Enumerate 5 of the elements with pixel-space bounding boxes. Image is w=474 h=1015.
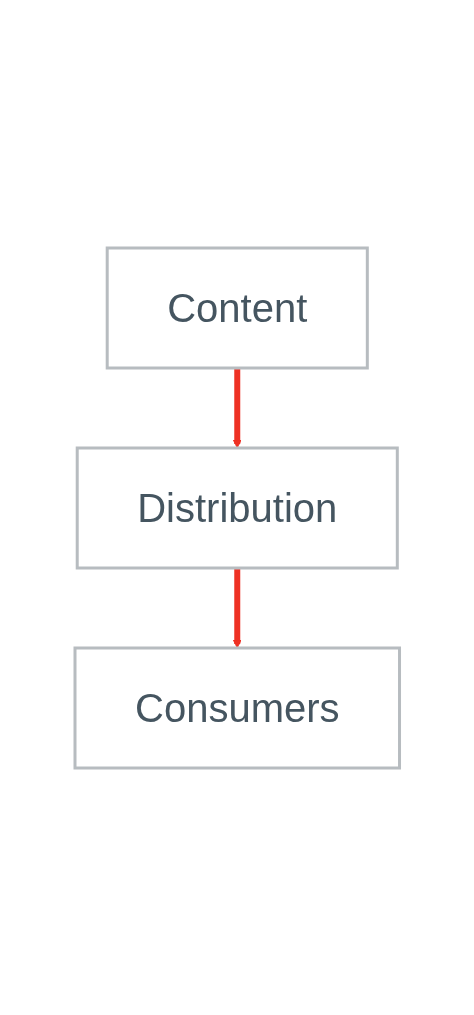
arrow bbox=[232, 367, 242, 448]
arrow bbox=[232, 567, 242, 648]
node-box: Content bbox=[105, 246, 369, 369]
node-box: Consumers bbox=[73, 646, 401, 769]
node-box: Distribution bbox=[75, 446, 399, 569]
